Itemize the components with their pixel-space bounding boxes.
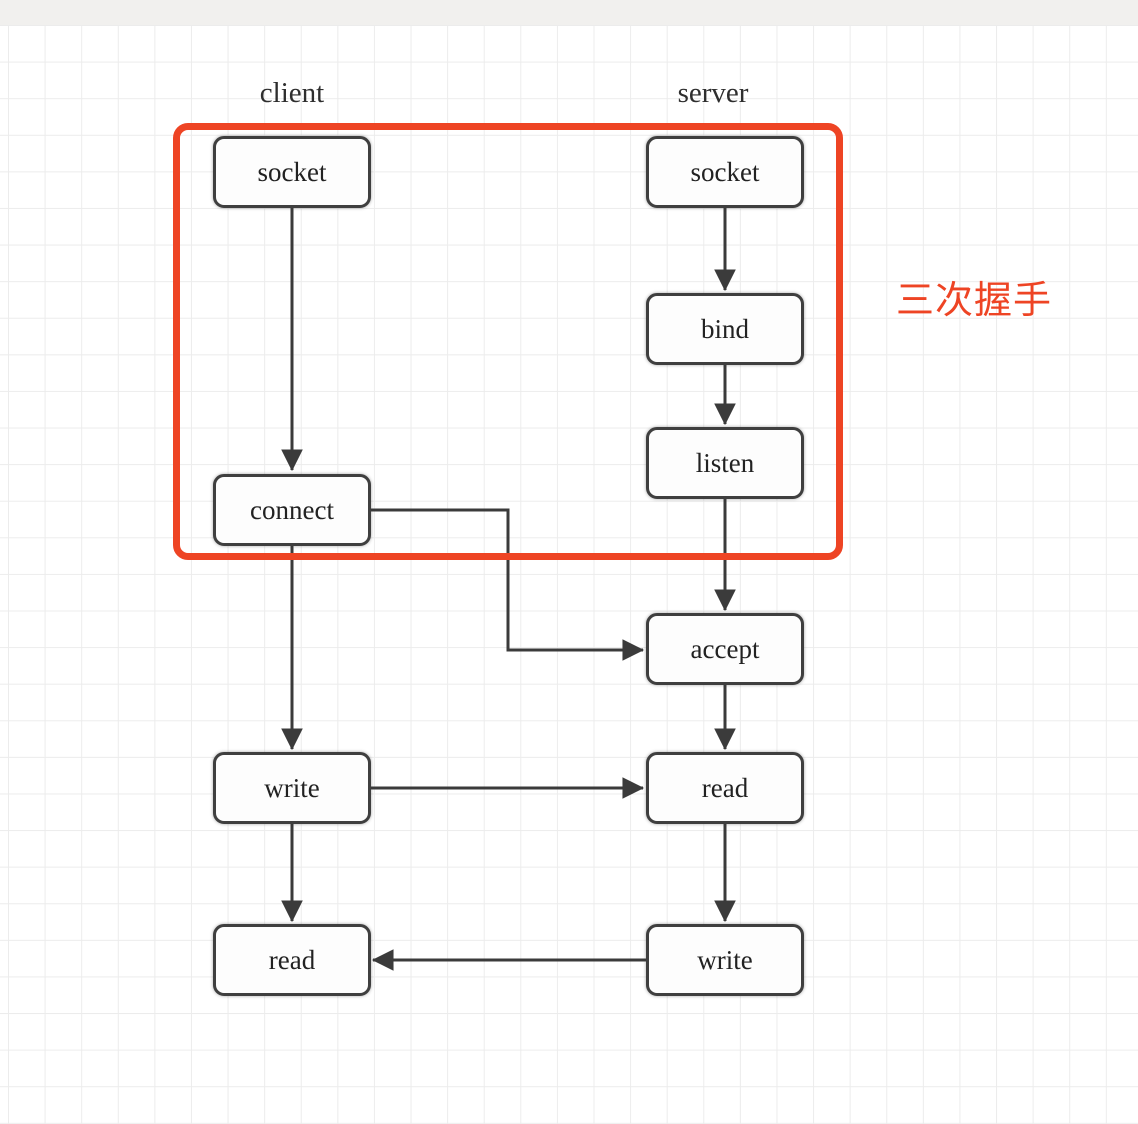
handshake-highlight-frame <box>173 123 843 560</box>
node-client-connect: connect <box>213 474 371 546</box>
node-server-listen: listen <box>646 427 804 499</box>
node-server-socket: socket <box>646 136 804 208</box>
node-server-read: read <box>646 752 804 824</box>
node-client-socket: socket <box>213 136 371 208</box>
client-column-label: client <box>259 77 325 109</box>
server-column-label: server <box>677 77 749 109</box>
node-server-bind: bind <box>646 293 804 365</box>
handshake-annotation: 三次握手 <box>896 278 1053 322</box>
node-server-accept: accept <box>646 613 804 685</box>
node-server-write: write <box>646 924 804 996</box>
node-client-read: read <box>213 924 371 996</box>
top-margin-strip <box>0 0 1138 25</box>
node-client-write: write <box>213 752 371 824</box>
